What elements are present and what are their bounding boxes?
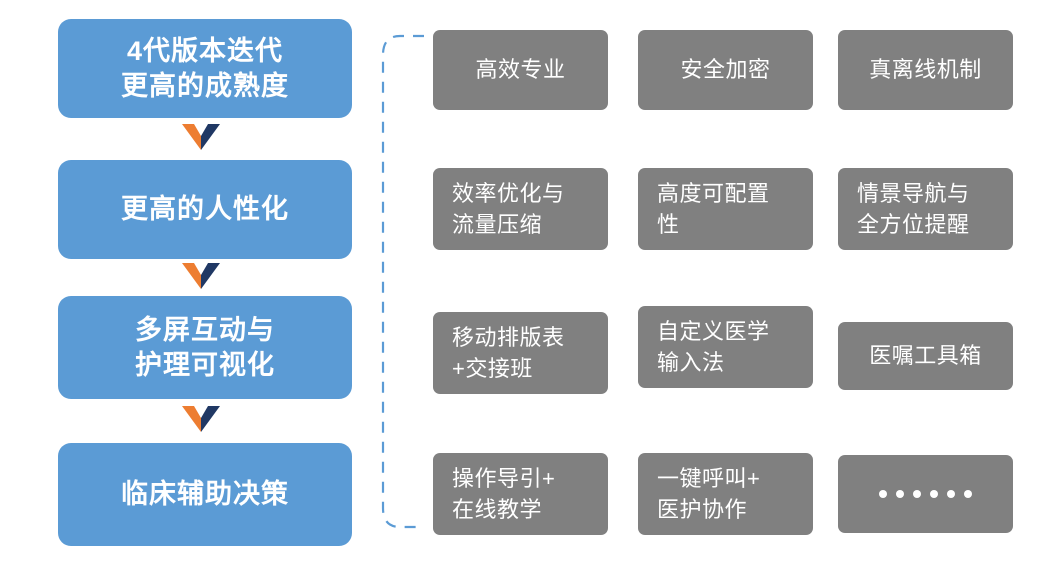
ellipsis-dot	[896, 490, 904, 498]
arrow-stage-3-to-4	[182, 406, 220, 432]
ellipsis-dot	[879, 490, 887, 498]
feature-custom-medical-input[interactable]: 自定义医学 输入法	[638, 306, 813, 388]
chevron-down-icon	[182, 124, 220, 150]
feature-true-offline-mechanism[interactable]: 真离线机制	[838, 30, 1013, 110]
feature-highly-configurable[interactable]: 高度可配置 性	[638, 168, 813, 250]
feature-more-ellipsis[interactable]	[838, 455, 1013, 533]
feature-mobile-schedule-handover[interactable]: 移动排版表 +交接班	[433, 312, 608, 394]
feature-context-navigation-reminders[interactable]: 情景导航与 全方位提醒	[838, 168, 1013, 250]
dashed-bracket	[380, 33, 426, 530]
ellipsis-dots	[879, 490, 972, 498]
stage-humanization[interactable]: 更高的人性化	[58, 160, 352, 259]
feature-guide-online-teaching[interactable]: 操作导引+ 在线教学	[433, 453, 608, 535]
stage-clinical-decision[interactable]: 临床辅助决策	[58, 443, 352, 546]
feature-efficiency-traffic-compression[interactable]: 效率优化与 流量压缩	[433, 168, 608, 250]
chevron-down-icon	[182, 263, 220, 289]
stage-version-iteration[interactable]: 4代版本迭代 更高的成熟度	[58, 19, 352, 118]
feature-one-key-call-collaboration[interactable]: 一键呼叫+ 医护协作	[638, 453, 813, 535]
feature-efficient-professional[interactable]: 高效专业	[433, 30, 608, 110]
ellipsis-dot	[964, 490, 972, 498]
ellipsis-dot	[947, 490, 955, 498]
arrow-stage-1-to-2	[182, 124, 220, 150]
ellipsis-dot	[930, 490, 938, 498]
feature-order-toolbox[interactable]: 医嘱工具箱	[838, 322, 1013, 390]
stage-multiscreen-nursing[interactable]: 多屏互动与 护理可视化	[58, 296, 352, 399]
feature-secure-encryption[interactable]: 安全加密	[638, 30, 813, 110]
chevron-down-icon	[182, 406, 220, 432]
dashed-bracket-icon	[381, 34, 424, 529]
arrow-stage-2-to-3	[182, 263, 220, 289]
ellipsis-dot	[913, 490, 921, 498]
